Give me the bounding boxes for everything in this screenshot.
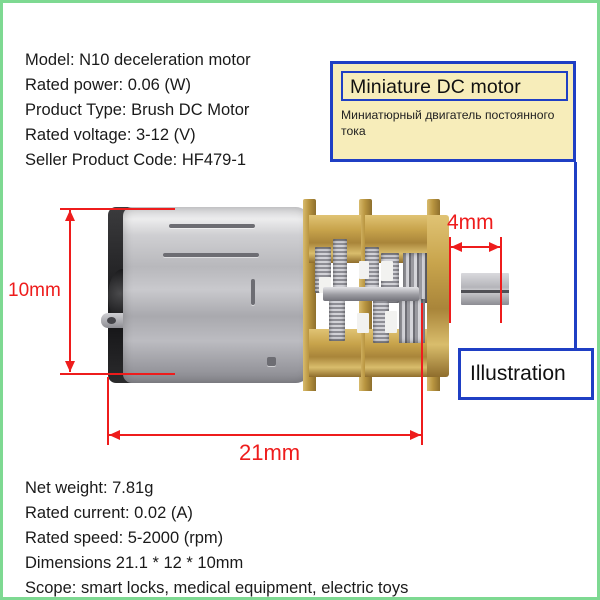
dim-label-height: 10mm (8, 280, 61, 301)
spec-line-code: Seller Product Code: HF479-1 (25, 151, 247, 169)
specifications-bottom: Net weight: 7.81g Rated current: 0.02 (A… (25, 476, 409, 597)
callout-connector-line (574, 162, 577, 348)
spec-line-type: Product Type: Brush DC Motor (25, 101, 250, 119)
gear-stack-2 (333, 239, 347, 301)
spec-line-speed: Rated speed: 5-2000 (rpm) (25, 529, 224, 547)
motor-body (123, 207, 309, 383)
motor-crimp-1 (251, 279, 255, 305)
illustration-label: Illustration (470, 362, 566, 385)
dim-arrow-height-top (65, 210, 75, 221)
illustration-box: Illustration (458, 348, 594, 400)
dim-arrow-shaft-right (489, 242, 500, 252)
gear-window-2 (399, 299, 425, 343)
dim-line-length (109, 434, 421, 436)
callout-title: Miniature DC motor (350, 76, 521, 98)
dim-ext-shaft-left (449, 237, 451, 323)
motor-vent-slot-1 (169, 224, 255, 228)
motor-crimp-2 (267, 357, 276, 366)
dim-arrow-height-bottom (65, 361, 75, 372)
dim-arrow-shaft-left (451, 242, 462, 252)
callout-subtitle-russian: Миниатюрный двигатель постоянного тока (341, 108, 555, 138)
gear-spacer-4 (357, 313, 369, 333)
gearbox-front-plate (427, 215, 449, 377)
product-photo (91, 195, 509, 395)
dim-label-shaft: 4mm (447, 211, 494, 234)
dim-ext-left (107, 377, 109, 445)
output-shaft (461, 273, 509, 305)
dim-label-length: 21mm (239, 440, 301, 465)
spec-line-dimensions: Dimensions 21.1 * 12 * 10mm (25, 554, 244, 572)
dim-line-shaft (451, 246, 500, 248)
spec-line-weight: Net weight: 7.81g (25, 479, 154, 497)
dim-line-height (69, 210, 71, 372)
callout-title-box: Miniature DC motor (341, 71, 568, 101)
output-shaft-flat (461, 290, 509, 293)
gear-spacer-5 (385, 311, 397, 333)
spec-line-voltage: Rated voltage: 3-12 (V) (25, 126, 196, 144)
spec-line-current: Rated current: 0.02 (A) (25, 504, 193, 522)
dim-arrow-length-left (109, 430, 120, 440)
motor-vent-slot-2 (163, 253, 259, 257)
gearbox-assembly (299, 195, 459, 395)
spec-line-power: Rated power: 0.06 (W) (25, 76, 191, 94)
spec-line-model: Model: N10 deceleration motor (25, 51, 251, 69)
dim-ext-shaft-right (500, 237, 502, 323)
dim-ext-top (60, 208, 175, 210)
gearbox-main-axle (323, 287, 419, 301)
dim-arrow-length-right (410, 430, 421, 440)
dim-ext-right (421, 303, 423, 445)
gear-stack-3 (329, 291, 345, 341)
dim-ext-bottom (60, 373, 175, 375)
spec-line-scope: Scope: smart locks, medical equipment, e… (25, 579, 409, 597)
callout-box: Miniature DC motor Миниатюрный двигатель… (330, 61, 576, 162)
gear-spacer-3 (381, 261, 393, 281)
gear-spacer-2 (359, 261, 369, 279)
specifications-top: Model: N10 deceleration motor Rated powe… (25, 48, 251, 173)
